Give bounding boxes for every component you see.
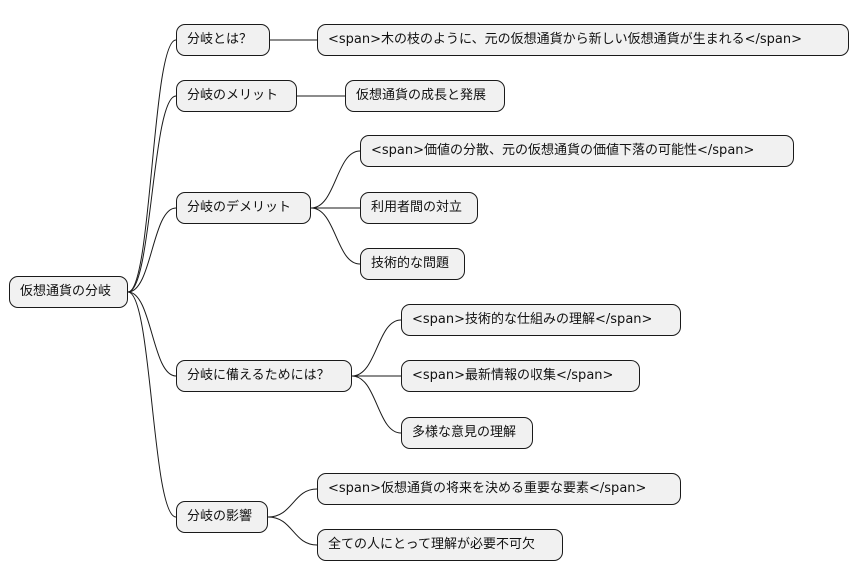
branch-node-preparation: 分岐に備えるためには？: [176, 360, 352, 392]
leaf-node-fork-definition: <span>木の枝のように、元の仮想通貨から新しい仮想通貨が生まれる</span…: [317, 24, 849, 56]
root-node: 仮想通貨の分岐: [9, 276, 128, 308]
leaf-node-technical-issues: 技術的な問題: [360, 248, 465, 280]
edge-root-branch-3: [127, 291, 177, 377]
edge-branch-4-child-0: [267, 488, 318, 518]
leaf-node-important-factor: <span>仮想通貨の将来を決める重要な要素</span>: [317, 473, 681, 505]
edge-root-branch-0: [127, 39, 177, 293]
edge-branch-2-child-2: [310, 207, 361, 265]
branch-node-demerits: 分岐のデメリット: [176, 192, 311, 224]
edge-root-branch-2: [127, 207, 177, 293]
edge-branch-3-child-2: [351, 375, 402, 434]
leaf-node-understand-mechanism: <span>技術的な仕組みの理解</span>: [401, 304, 681, 336]
edge-branch-3-child-0: [351, 319, 402, 377]
branch-node-what-is-fork: 分岐とは？: [176, 24, 270, 56]
edge-branch-4-child-1: [267, 516, 318, 546]
branch-node-impact: 分岐の影響: [176, 501, 268, 533]
branch-node-merits: 分岐のメリット: [176, 80, 297, 112]
leaf-node-growth: 仮想通貨の成長と発展: [345, 80, 505, 112]
leaf-node-value-dispersion: <span>価値の分散、元の仮想通貨の価値下落の可能性</span>: [360, 135, 794, 167]
leaf-node-user-conflict: 利用者間の対立: [360, 192, 478, 224]
edge-root-branch-1: [127, 95, 177, 293]
leaf-node-collect-information: <span>最新情報の収集</span>: [401, 360, 640, 392]
leaf-node-diverse-opinions: 多様な意見の理解: [401, 417, 533, 449]
edge-root-branch-4: [127, 291, 177, 518]
leaf-node-understanding-essential: 全ての人にとって理解が必要不可欠: [317, 529, 563, 561]
edge-branch-2-child-0: [310, 150, 361, 209]
